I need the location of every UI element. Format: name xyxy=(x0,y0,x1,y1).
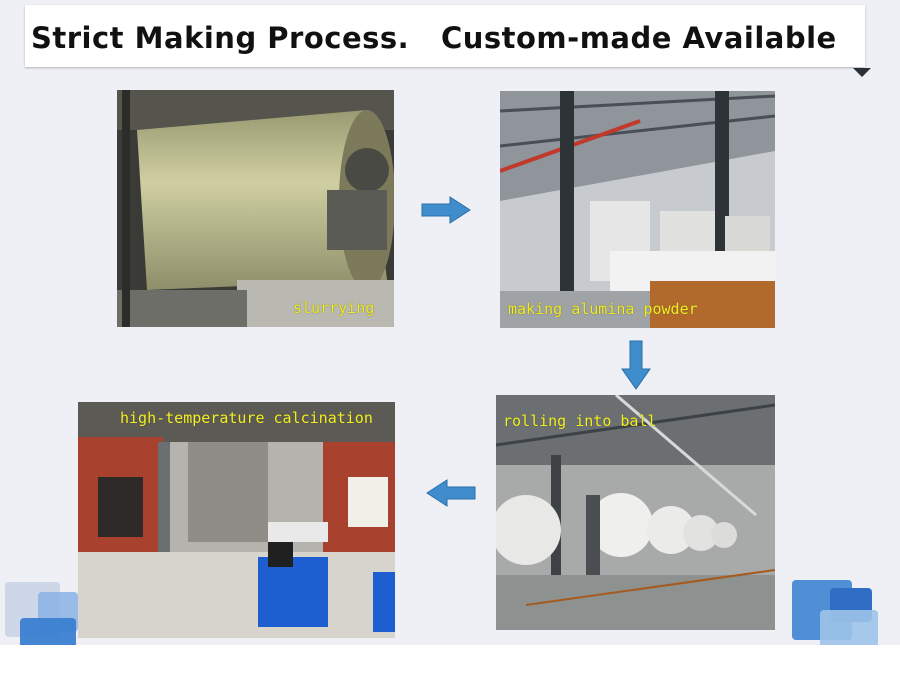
banner-corner-notch xyxy=(853,68,871,77)
arrow-right-icon xyxy=(421,196,471,224)
step-caption-slurrying: slurrying xyxy=(293,299,375,317)
step-caption-rolling-into-ball: rolling into ball xyxy=(503,412,657,430)
photo-slurrying xyxy=(117,90,394,327)
page-title: Strict Making Process. Custom-made Avail… xyxy=(31,21,837,55)
photo-high-temperature-calcination xyxy=(78,402,395,638)
arrow-down-icon xyxy=(621,340,651,390)
bottom-strip xyxy=(0,645,900,675)
step-caption-high-temperature-calcination: high-temperature calcination xyxy=(120,409,373,427)
title-banner: Strict Making Process. Custom-made Avail… xyxy=(25,5,871,77)
arrow-left-icon xyxy=(426,479,476,507)
step-caption-making-alumina-powder: making alumina powder xyxy=(508,300,698,318)
photo-rolling-into-ball xyxy=(496,395,775,630)
photo-making-alumina-powder xyxy=(500,91,775,328)
